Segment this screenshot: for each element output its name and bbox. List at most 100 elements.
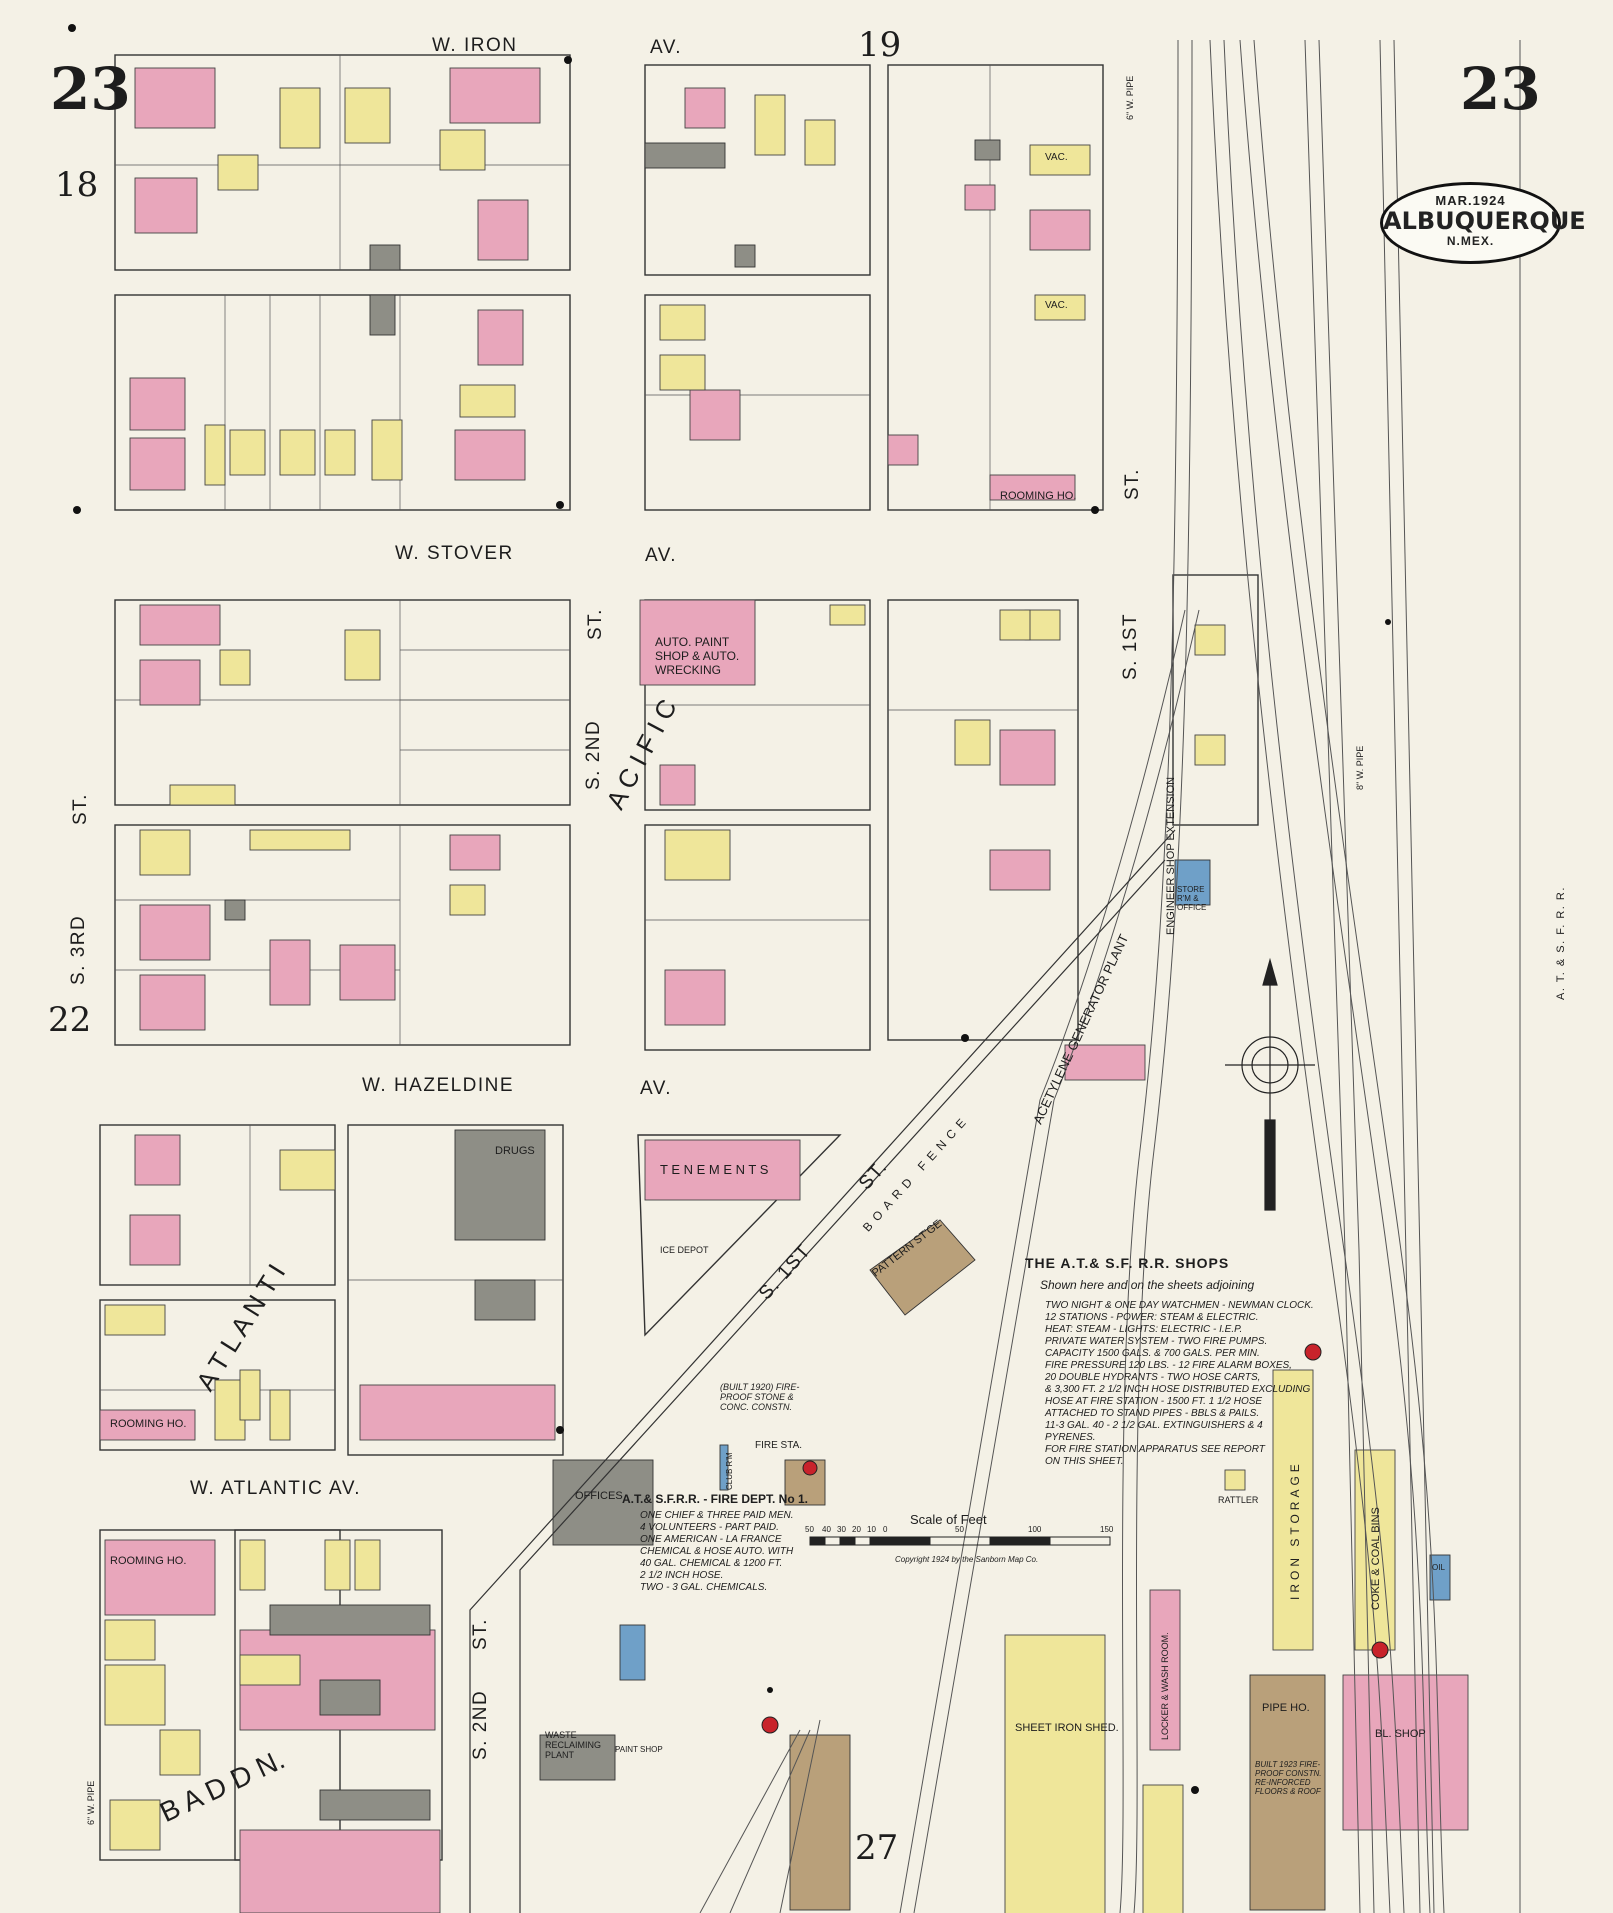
street-s-2nd-c: S. 2ND: [470, 1689, 491, 1760]
street-av-3: AV.: [640, 1078, 672, 1099]
street-w-atlantic: W. ATLANTIC AV.: [190, 1478, 362, 1499]
street-av-1: AV.: [650, 37, 682, 58]
street-s-2nd-d: ST.: [470, 1618, 491, 1650]
adjoining-sheet-left-top: 18: [55, 165, 99, 205]
sheet-number-right: 23: [1460, 55, 1541, 123]
fire-dept-line: 2 1/2 INCH HOSE.: [640, 1570, 724, 1581]
scale-title: Scale of Feet: [910, 1512, 987, 1527]
hydrant-dots: [68, 24, 1391, 1794]
scale-tick: 50: [805, 1525, 814, 1534]
scale-tick: 20: [852, 1525, 861, 1534]
shops-notes: TWO NIGHT & ONE DAY WATCHMEN - NEWMAN CL…: [1045, 1300, 1314, 1468]
fire-dept-line: 4 VOLUNTEERS - PART PAID.: [640, 1522, 779, 1533]
shops-note-line: FOR FIRE STATION APPARATUS SEE REPORT: [1045, 1444, 1265, 1455]
adjoining-sheet-bottom: 27: [855, 1828, 899, 1868]
street-s-1st-a: S. 1ST: [1120, 612, 1141, 680]
coke-coal-bins-label: COKE & COAL BINS: [1370, 1507, 1382, 1610]
water-pipe-label-1: 6" W. PIPE: [1125, 75, 1135, 120]
street-w-iron: W. IRON: [432, 35, 518, 56]
fire-dept-line: 40 GAL. CHEMICAL & 1200 FT.: [640, 1558, 783, 1569]
tenements-label: T E N E M E N T S: [660, 1162, 769, 1177]
shops-subtitle: Shown here and on the sheets adjoining: [1040, 1278, 1255, 1292]
iron-storage-label: IRON STORAGE: [1288, 1460, 1302, 1600]
concrete-buildings: [784, 1219, 1326, 1911]
railroad-label: A. T. & S. F. R. R.: [1555, 886, 1567, 1000]
fire-dept-line: CHEMICAL & HOSE AUTO. WITH: [640, 1546, 794, 1557]
street-s-1st-b: ST.: [1122, 468, 1143, 500]
scale-tick: 150: [1100, 1525, 1114, 1534]
street-s-2nd-a: ST.: [585, 608, 606, 640]
shops-note-line: PRIVATE WATER SYSTEM - TWO FIRE PUMPS.: [1045, 1336, 1268, 1347]
brick-buildings: [99, 67, 1469, 1913]
fire-station-label: FIRE STA.: [755, 1440, 803, 1451]
offices-label: OFFICES: [575, 1490, 623, 1502]
shops-note-line: ON THIS SHEET.: [1045, 1456, 1124, 1467]
rooming-house-2-label: ROOMING HO.: [110, 1418, 187, 1430]
sheet-number-left: 23: [50, 55, 131, 123]
lot-lines: [100, 55, 1078, 1391]
shops-note-line: HOSE AT FIRE STATION - 1500 FT. 1 1/2 HO…: [1045, 1396, 1263, 1407]
shops-note-line: 11-3 GAL. 40 - 2 1/2 GAL. EXTINGUISHERS …: [1045, 1420, 1263, 1431]
street-s-2nd-b: S. 2ND: [583, 719, 604, 790]
oil-label: OIL: [1432, 1563, 1445, 1572]
scale-tick: 0: [883, 1525, 888, 1534]
state-name: N.MEX.: [1446, 234, 1495, 248]
locker-room-label: LOCKER & WASH ROOM.: [1160, 1632, 1170, 1740]
paint-shop-label: PAINT SHOP: [615, 1745, 663, 1754]
fire-dept-notes: ONE CHIEF & THREE PAID MEN. 4 VOLUNTEERS…: [640, 1510, 794, 1594]
scale-bar: [809, 1536, 1111, 1546]
street-w-stover: W. STOVER: [395, 543, 514, 564]
vacant-label-1: VAC.: [1045, 152, 1068, 163]
title-cartouche: MAR.1924 ALBUQUERQUE N.MEX.: [1380, 182, 1586, 264]
shops-note-line: & 3,300 FT. 2 1/2 INCH HOSE DISTRIBUTED …: [1045, 1384, 1311, 1395]
adobe-buildings: [224, 139, 1001, 1821]
shops-note-line: FIRE PRESSURE 120 LBS. - 12 FIRE ALARM B…: [1045, 1360, 1292, 1371]
map-date: MAR.1924: [1435, 193, 1506, 208]
iron-buildings: [619, 859, 1451, 1681]
scale-tick: 100: [1028, 1525, 1042, 1534]
ice-depot-label: ICE DEPOT: [660, 1245, 709, 1255]
shops-note-line: ATTACHED TO STAND PIPES - BBLS & PAILS.: [1045, 1408, 1260, 1419]
store-office-label: STORE R'M & OFFICE: [1177, 885, 1207, 912]
scale-tick: 10: [867, 1525, 876, 1534]
blacksmith-shop-label: BL. SHOP: [1375, 1728, 1426, 1740]
frame-buildings: [104, 87, 1396, 1913]
waste-reclaiming-label: WASTE RECLAIMING PLANT: [545, 1730, 602, 1760]
fire-alarm-boxes: [761, 1343, 1389, 1734]
fire-dept-line: TWO - 3 GAL. CHEMICALS.: [640, 1582, 768, 1593]
fire-dept-line: ONE AMERICAN - LA FRANCE: [640, 1534, 782, 1545]
copyright: Copyright 1924 by the Sanborn Map Co.: [895, 1555, 1039, 1564]
vacant-label-2: VAC.: [1045, 300, 1068, 311]
club-room-label: CLUB R'M: [725, 1452, 734, 1490]
street-w-hazeldine: W. HAZELDINE: [362, 1075, 515, 1096]
shops-note-line: TWO NIGHT & ONE DAY WATCHMEN - NEWMAN CL…: [1045, 1300, 1314, 1311]
auto-paint-shop-label: AUTO. PAINT SHOP & AUTO. WRECKING: [655, 635, 740, 677]
built-1923-note: BUILT 1923 FIRE-PROOF CONSTN. RE-INFORCE…: [1255, 1760, 1322, 1796]
sheet-iron-shed-label: SHEET IRON SHED.: [1015, 1722, 1119, 1734]
compass-rose: [1225, 957, 1315, 1211]
scale-tick: 50: [955, 1525, 964, 1534]
shops-note-line: 20 DOUBLE HYDRANTS - TWO HOSE CARTS,: [1045, 1372, 1261, 1383]
rooming-house-3-label: ROOMING HO.: [110, 1555, 187, 1567]
city-name: ALBUQUERQUE: [1383, 207, 1586, 235]
scale-tick: 30: [837, 1525, 846, 1534]
street-s-3rd-b: S. 3RD: [68, 914, 89, 985]
shops-title: THE A.T.& S.F. R.R. SHOPS: [1025, 1255, 1230, 1271]
shops-note-line: CAPACITY 1500 GALS. & 700 GALS. PER MIN.: [1045, 1348, 1260, 1359]
water-pipe-label-2: 8" W. PIPE: [1355, 745, 1365, 790]
scale-tick: 40: [822, 1525, 831, 1534]
shops-note-line: HEAT: STEAM - LIGHTS: ELECTRIC - I.E.P.: [1045, 1324, 1243, 1335]
adjoining-sheet-top: 19: [858, 25, 902, 65]
pipe-house-label: PIPE HO.: [1262, 1702, 1310, 1714]
adjoining-sheet-left-bottom: 22: [48, 1000, 92, 1040]
fire-dept-title: A.T.& S.F.R.R. - FIRE DEPT. No 1.: [622, 1492, 809, 1506]
street-s-3rd-a: ST.: [70, 793, 91, 825]
board-fence-line: [469, 829, 1176, 1913]
engineer-shop-label: ENGINEER SHOP EXTENSION: [1165, 776, 1177, 935]
drugs-label: DRUGS: [495, 1145, 535, 1157]
shops-note-line: 12 STATIONS - POWER: STEAM & ELECTRIC.: [1045, 1312, 1259, 1323]
shops-note-line: PYRENES.: [1045, 1432, 1096, 1443]
water-pipe-label-3: 6" W. PIPE: [86, 1780, 96, 1825]
